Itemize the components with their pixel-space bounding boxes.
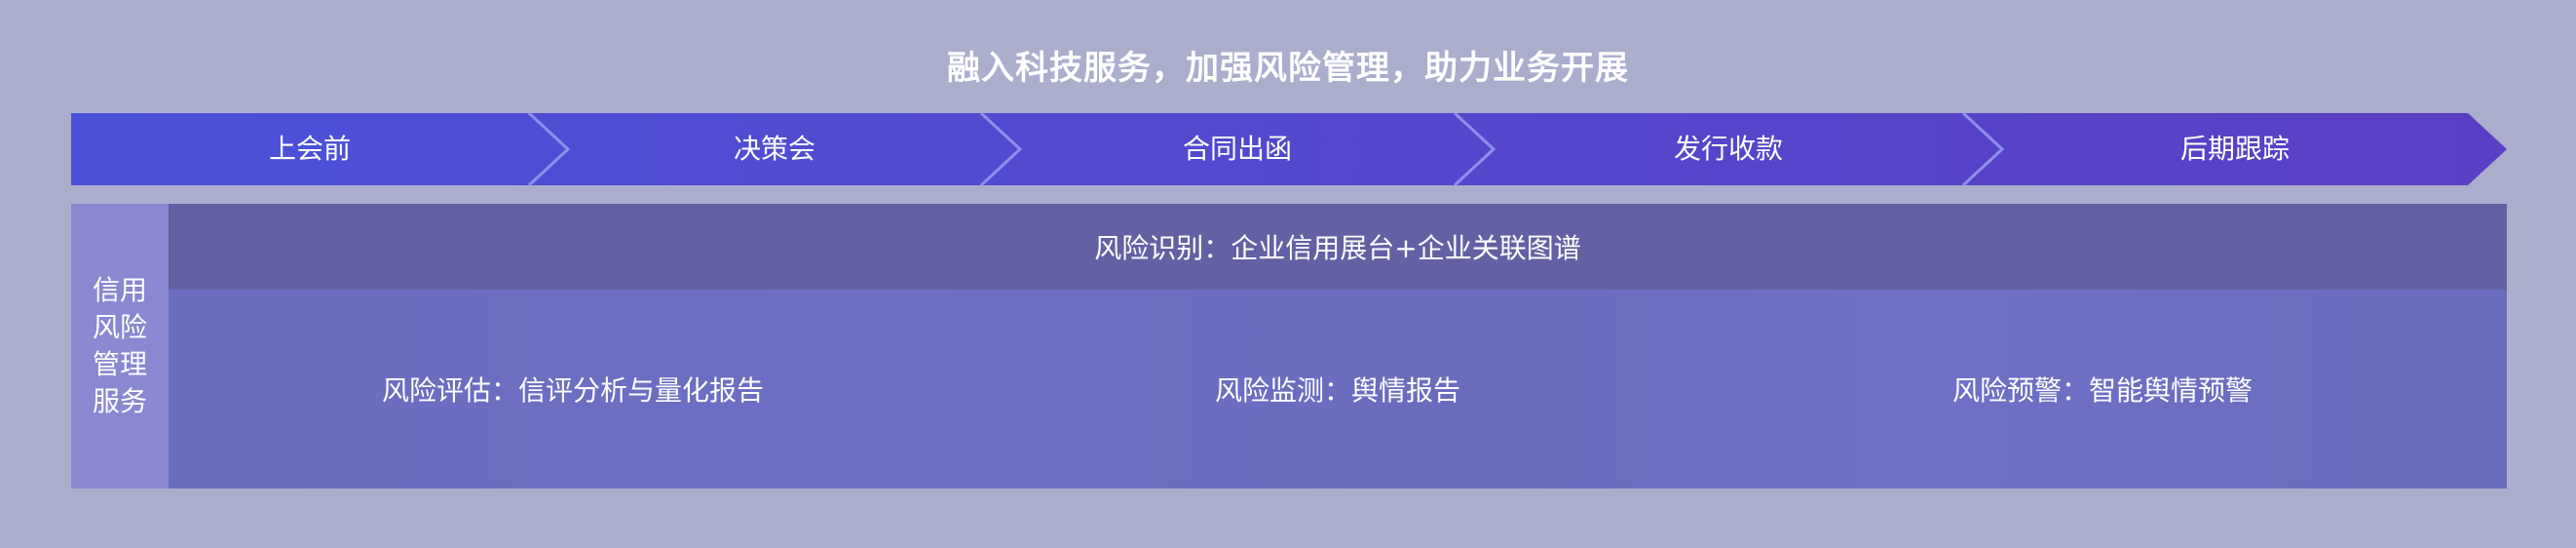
stage-arrow-band [71, 113, 2507, 185]
risk-monitoring-item: 风险监测：舆情报告 [977, 290, 1698, 489]
risk-assessment-item: 风险评估：信评分析与量化报告 [169, 290, 977, 489]
service-category-label: 信用风险管理服务 [92, 274, 147, 417]
page-title: 融入科技服务，加强风险管理，助力业务开展 [947, 49, 1629, 88]
risk-services-row: 风险评估：信评分析与量化报告 风险监测：舆情报告 风险预警：智能舆情预警 [169, 290, 2507, 489]
risk-warning-label: 风险预警：智能舆情预警 [1951, 374, 2253, 407]
stage-post-tracking: 后期跟踪 [2179, 133, 2290, 165]
risk-monitoring-label: 风险监测：舆情报告 [1214, 374, 1460, 407]
stage-decision-meeting: 决策会 [733, 133, 815, 165]
stage-flow: 上会前 决策会 合同出函 发行收款 后期跟踪 [71, 113, 2507, 185]
stage-pre-meeting: 上会前 [268, 133, 351, 165]
stage-contract-letter: 合同出函 [1182, 133, 1292, 165]
service-content: 风险识别：企业信用展台+企业关联图谱 风险评估：信评分析与量化报告 风险监测：舆… [169, 204, 2507, 489]
service-category: 信用风险管理服务 [71, 204, 169, 489]
stage-issuance-collection: 发行收款 [1673, 133, 1783, 165]
service-panel: 信用风险管理服务 风险识别：企业信用展台+企业关联图谱 风险评估：信评分析与量化… [71, 204, 2507, 489]
risk-identification-label: 风险识别：企业信用展台+企业关联图谱 [1094, 232, 1581, 264]
risk-identification-bar: 风险识别：企业信用展台+企业关联图谱 [169, 204, 2507, 290]
risk-warning-item: 风险预警：智能舆情预警 [1698, 290, 2507, 489]
risk-assessment-label: 风险评估：信评分析与量化报告 [381, 374, 764, 407]
